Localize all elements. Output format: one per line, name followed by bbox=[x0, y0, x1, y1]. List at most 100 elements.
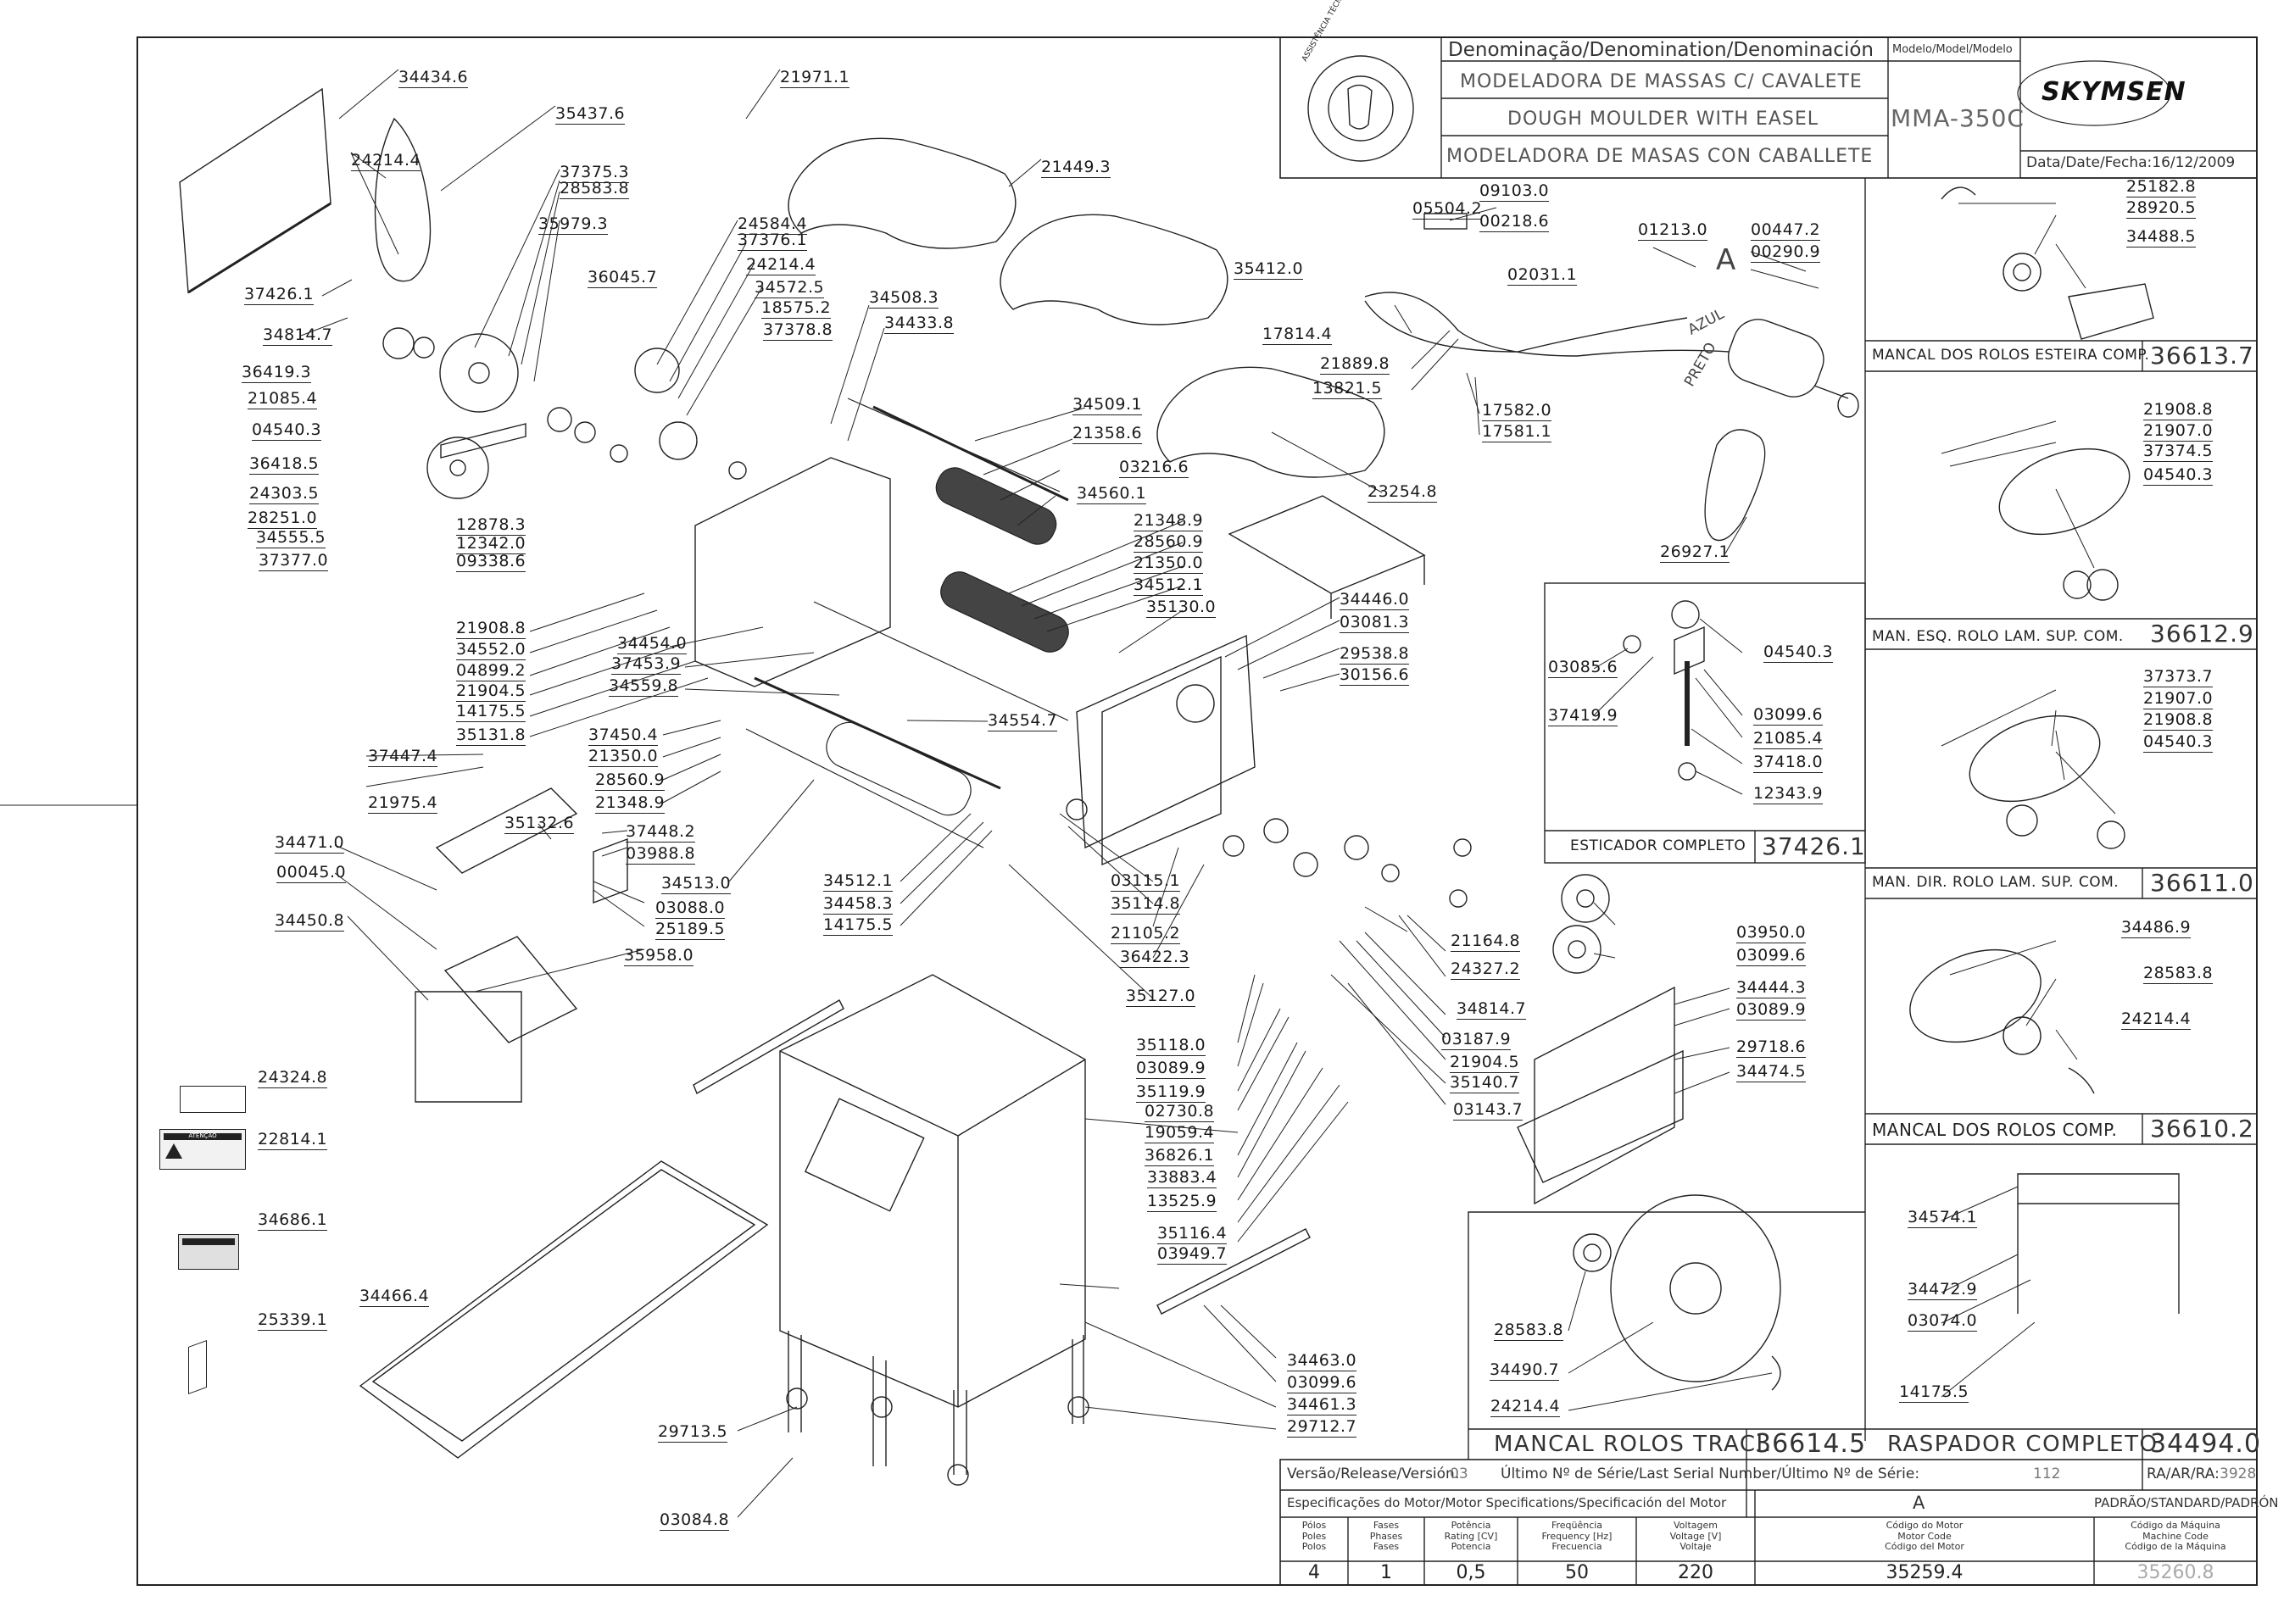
panel-label-mancal-traci: MANCAL ROLOS TRACI. bbox=[1494, 1432, 1773, 1457]
part-number-label: 24324.8 bbox=[258, 1068, 328, 1088]
panel-code-raspador: 34494.0 bbox=[2150, 1429, 2262, 1459]
part-number-label: 34572.5 bbox=[755, 278, 825, 298]
panel-label-raspador: RASPADOR COMPLETO bbox=[1887, 1432, 2159, 1457]
part-number-label: 36045.7 bbox=[588, 268, 658, 288]
part-number-label: 21358.6 bbox=[1072, 424, 1143, 444]
part-number-label: 29538.8 bbox=[1340, 644, 1410, 665]
part-number-label: 17581.1 bbox=[1482, 422, 1552, 442]
part-number-label: 03085.6 bbox=[1548, 658, 1618, 678]
part-number-label: 35412.0 bbox=[1234, 259, 1304, 280]
brand-logo: SKYMSEN bbox=[2042, 77, 2186, 107]
part-number-label: 03216.6 bbox=[1119, 458, 1189, 478]
part-number-label: 37374.5 bbox=[2143, 442, 2214, 462]
part-number-label: 03099.6 bbox=[1736, 946, 1807, 966]
part-number-label: 34444.3 bbox=[1736, 978, 1807, 998]
panel-label-man-dir: MAN. DIR. ROLO LAM. SUP. COM. bbox=[1872, 874, 2120, 891]
part-number-label: 21908.8 bbox=[2143, 710, 2214, 731]
ra-value: 3928 bbox=[2220, 1465, 2257, 1482]
part-number-label: 35114.8 bbox=[1111, 894, 1181, 915]
part-number-label: 12342.0 bbox=[456, 534, 526, 554]
part-number-label: 33883.4 bbox=[1147, 1168, 1217, 1188]
part-number-label: 37453.9 bbox=[611, 654, 682, 675]
part-number-label: 12343.9 bbox=[1753, 784, 1824, 804]
part-number-label: 34471.0 bbox=[275, 833, 345, 854]
part-number-label: 34450.8 bbox=[275, 911, 345, 932]
part-number-label: 03143.7 bbox=[1453, 1100, 1524, 1121]
part-number-label: 21904.5 bbox=[1450, 1053, 1520, 1073]
part-number-label: 03089.9 bbox=[1736, 1000, 1807, 1021]
part-number-label: 23254.8 bbox=[1368, 482, 1438, 503]
part-number-label: 21889.8 bbox=[1320, 354, 1390, 375]
warning-sticker: ATENÇÃO bbox=[159, 1129, 246, 1170]
part-number-label: 00045.0 bbox=[276, 863, 347, 883]
part-number-label: 17814.4 bbox=[1262, 325, 1333, 345]
part-number-label: 35140.7 bbox=[1450, 1073, 1520, 1093]
part-number-label: 19059.4 bbox=[1145, 1123, 1215, 1143]
part-number-label: 28920.5 bbox=[2126, 198, 2197, 219]
part-number-label: 03099.6 bbox=[1287, 1373, 1357, 1393]
part-number-label: 34814.7 bbox=[263, 325, 333, 346]
panel-code-man-dir: 36611.0 bbox=[2150, 869, 2254, 897]
part-number-label: 35437.6 bbox=[555, 104, 626, 125]
panel-label-man-esq: MAN. ESQ. ROLO LAM. SUP. COM. bbox=[1872, 628, 2124, 645]
part-number-label: 13821.5 bbox=[1312, 379, 1383, 399]
part-number-label: 34458.3 bbox=[823, 894, 894, 915]
part-number-label: 03081.3 bbox=[1340, 613, 1410, 633]
part-number-label: 03074.0 bbox=[1908, 1311, 1978, 1332]
part-number-label: 14175.5 bbox=[456, 702, 526, 722]
part-number-label: 12878.3 bbox=[456, 515, 526, 536]
part-number-label: 24214.4 bbox=[1490, 1397, 1561, 1417]
part-number-label: 03950.0 bbox=[1736, 923, 1807, 943]
part-number-label: 34490.7 bbox=[1490, 1360, 1560, 1381]
part-number-label: 35127.0 bbox=[1126, 987, 1196, 1007]
part-number-label: 21348.9 bbox=[1134, 511, 1204, 531]
part-number-label: 26927.1 bbox=[1660, 542, 1730, 563]
part-number-label: 03089.9 bbox=[1136, 1059, 1206, 1079]
part-number-label: 09103.0 bbox=[1479, 181, 1550, 202]
part-number-label: 21904.5 bbox=[456, 681, 526, 702]
part-number-label: 34434.6 bbox=[398, 68, 469, 88]
machine-code-value: 35260.8 bbox=[2136, 1562, 2214, 1583]
part-number-label: 28560.9 bbox=[1134, 532, 1204, 553]
version-label: Versão/Release/Versión: bbox=[1287, 1465, 1460, 1482]
part-number-label: 00447.2 bbox=[1751, 220, 1821, 241]
panel-code-mancal-rolos: 36610.2 bbox=[2150, 1115, 2254, 1143]
motor-view-letter: A bbox=[1716, 243, 1736, 277]
product-name-en: DOUGH MOULDER WITH EASEL bbox=[1507, 108, 1819, 130]
part-number-label: 34814.7 bbox=[1457, 999, 1527, 1020]
part-number-label: 02730.8 bbox=[1145, 1102, 1215, 1122]
part-number-label: 03115.1 bbox=[1111, 871, 1181, 892]
part-number-label: 34512.1 bbox=[1134, 576, 1204, 596]
part-number-label: 24303.5 bbox=[249, 484, 320, 504]
part-number-label: 05504.2 bbox=[1412, 199, 1483, 220]
motor-code-value: 35259.4 bbox=[1886, 1562, 1964, 1583]
part-number-label: 35130.0 bbox=[1146, 598, 1217, 618]
part-number-label: 04540.3 bbox=[2143, 732, 2214, 753]
part-number-label: 24214.4 bbox=[2121, 1009, 2192, 1030]
part-number-label: 21350.0 bbox=[1134, 553, 1204, 574]
part-number-label: 21085.4 bbox=[1753, 729, 1824, 749]
part-number-label: 02031.1 bbox=[1507, 265, 1578, 286]
part-number-label: 35979.3 bbox=[538, 214, 609, 235]
part-number-label: 37376.1 bbox=[738, 231, 808, 251]
panel-code-man-esq: 36612.9 bbox=[2150, 620, 2254, 648]
part-number-label: 34433.8 bbox=[884, 314, 955, 334]
part-number-label: 34474.5 bbox=[1736, 1062, 1807, 1082]
part-number-label: 34446.0 bbox=[1340, 590, 1410, 610]
part-number-label: 36826.1 bbox=[1145, 1146, 1215, 1166]
serial-label: Último Nº de Série/Last Serial Number/Úl… bbox=[1501, 1465, 1920, 1482]
part-number-label: 21105.2 bbox=[1111, 924, 1181, 944]
panel-code-esticador: 37426.1 bbox=[1762, 832, 1866, 860]
part-number-label: 37419.9 bbox=[1548, 706, 1618, 726]
model-code: MMA-350C bbox=[1891, 104, 2025, 132]
part-number-label: 34486.9 bbox=[2121, 918, 2192, 938]
part-number-label: 37448.2 bbox=[626, 822, 696, 843]
panel-code-mancal-traci: 36614.5 bbox=[1755, 1429, 1867, 1459]
part-number-label: 37450.4 bbox=[588, 726, 659, 746]
part-number-label: 34508.3 bbox=[869, 288, 939, 309]
